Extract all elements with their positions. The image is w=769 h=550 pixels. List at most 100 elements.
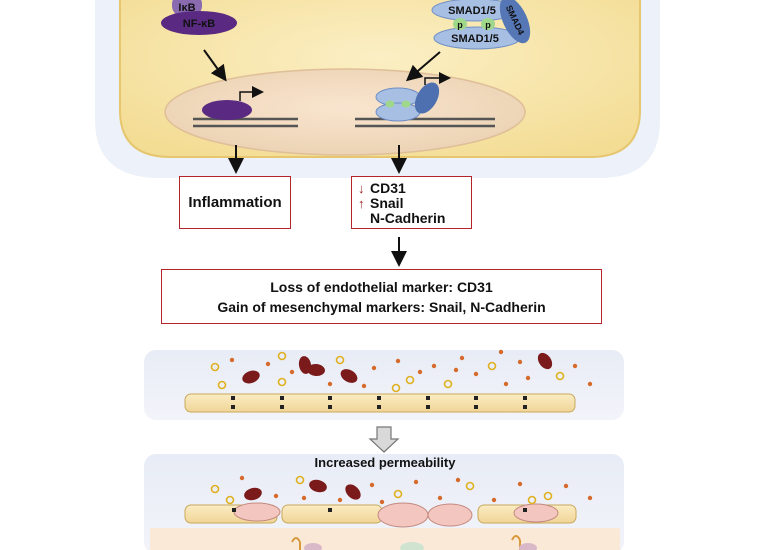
smad-complex-icon: SMAD1/5 SMAD1/5 p p SMAD4 bbox=[431, 0, 531, 50]
phospho-label: p bbox=[457, 20, 463, 30]
plasma-particle-icon bbox=[371, 365, 377, 371]
down-arrow-icon: ↓ bbox=[358, 181, 365, 196]
junction-icon bbox=[377, 405, 381, 409]
cell-junctions bbox=[232, 508, 527, 512]
smad-bottom-label: SMAD1/5 bbox=[451, 33, 499, 45]
plasma-protein-icon bbox=[217, 380, 227, 390]
junction-icon bbox=[328, 396, 332, 400]
plasma-protein-icon bbox=[335, 355, 345, 365]
plasma-particles bbox=[210, 475, 593, 505]
plasma-protein-icon bbox=[277, 377, 287, 387]
summary-box: Loss of endothelial marker: CD31 Gain of… bbox=[161, 269, 602, 324]
plasma-particle-icon bbox=[265, 361, 271, 367]
translocation-arrow bbox=[405, 51, 441, 82]
red-blood-cell-icon bbox=[307, 363, 325, 377]
red-blood-cell-icon bbox=[242, 370, 260, 384]
plasma-particle-icon bbox=[229, 357, 235, 363]
plasma-particle-icon bbox=[563, 483, 569, 489]
marker-row-cd31: ↓ CD31 bbox=[358, 180, 471, 197]
transcription-arrow-icon bbox=[239, 86, 264, 101]
plasma-particle-icon bbox=[459, 355, 465, 361]
plasma-particle-icon bbox=[273, 493, 279, 499]
permeability-label: Increased permeability bbox=[314, 455, 456, 470]
junction-icon bbox=[523, 508, 527, 512]
plasma-particle-icon bbox=[301, 495, 307, 501]
marker-label: Snail bbox=[370, 195, 404, 211]
ikb-protein-icon: IκB bbox=[172, 0, 202, 16]
plasma-particle-icon bbox=[361, 383, 367, 389]
plasma-protein-icon bbox=[393, 489, 403, 499]
junction-icon bbox=[231, 405, 235, 409]
plasma-particle-icon bbox=[417, 369, 423, 375]
up-arrow-icon: ↑ bbox=[358, 196, 365, 211]
dna-right bbox=[355, 117, 495, 128]
plasma-particles bbox=[210, 349, 593, 393]
ikb-label: IκB bbox=[178, 2, 195, 14]
plasma-protein-icon bbox=[391, 383, 401, 393]
red-blood-cell-icon bbox=[340, 369, 358, 383]
progression-arrow-icon bbox=[368, 426, 400, 453]
junction-icon bbox=[328, 508, 332, 512]
plasma-particle-icon bbox=[503, 381, 509, 387]
plasma-particle-icon bbox=[431, 363, 437, 369]
plasma-protein-icon bbox=[210, 484, 220, 494]
plasma-particle-icon bbox=[453, 367, 459, 373]
junction-icon bbox=[523, 396, 527, 400]
transcription-arrow-icon bbox=[424, 72, 451, 85]
plasma-protein-icon bbox=[225, 495, 235, 505]
marker-row-ncadherin: N-Cadherin bbox=[358, 211, 471, 226]
red-blood-cell-icon bbox=[244, 487, 262, 501]
plasma-particle-icon bbox=[517, 481, 523, 487]
plasma-particle-icon bbox=[239, 475, 245, 481]
plasma-protein-icon bbox=[465, 481, 475, 491]
plasma-particle-icon bbox=[289, 369, 295, 375]
plasma-particle-icon bbox=[395, 358, 401, 364]
marker-label: N-Cadherin bbox=[370, 210, 446, 226]
smad-complex-bound-icon bbox=[375, 82, 440, 122]
red-blood-cell-icon bbox=[298, 356, 312, 374]
inflammation-box: Inflammation bbox=[179, 176, 291, 229]
plasma-particle-icon bbox=[525, 375, 531, 381]
plasma-protein-icon bbox=[277, 351, 287, 361]
marker-row-snail: ↑ Snail bbox=[358, 195, 471, 212]
plasma-particle-icon bbox=[379, 499, 385, 505]
junction-icon bbox=[280, 396, 284, 400]
plasma-particle-icon bbox=[413, 479, 419, 485]
junction-icon bbox=[280, 405, 284, 409]
junction-icon bbox=[377, 396, 381, 400]
nfkb-bound-icon bbox=[202, 100, 252, 120]
plasma-particle-icon bbox=[473, 371, 479, 377]
plasma-protein-icon bbox=[443, 379, 453, 389]
plasma-particle-icon bbox=[437, 495, 443, 501]
plasma-particle-icon bbox=[337, 497, 343, 503]
plasma-particle-icon bbox=[572, 363, 578, 369]
plasma-particle-icon bbox=[369, 482, 375, 488]
plasma-protein-icon bbox=[555, 371, 565, 381]
plasma-protein-icon bbox=[405, 375, 415, 385]
plasma-protein-icon bbox=[295, 475, 305, 485]
junction-icon bbox=[474, 405, 478, 409]
junction-icon bbox=[523, 405, 527, 409]
summary-line-loss: Loss of endothelial marker: CD31 bbox=[270, 278, 493, 295]
plasma-particle-icon bbox=[587, 381, 593, 387]
nfkb-label: NF-κB bbox=[183, 18, 215, 30]
endothelial-layer-leaky bbox=[150, 502, 620, 550]
cell-junctions bbox=[231, 396, 527, 409]
red-blood-cell-icon bbox=[345, 484, 361, 500]
junction-icon bbox=[474, 396, 478, 400]
plasma-protein-icon bbox=[487, 361, 497, 371]
plasma-protein-icon bbox=[543, 491, 553, 501]
summary-line-gain: Gain of mesenchymal markers: Snail, N-Ca… bbox=[217, 298, 546, 315]
plasma-protein-icon bbox=[210, 362, 220, 372]
plasma-particle-icon bbox=[517, 359, 523, 365]
plasma-particle-icon bbox=[327, 381, 333, 387]
junction-icon bbox=[328, 405, 332, 409]
junction-icon bbox=[231, 396, 235, 400]
marker-label: CD31 bbox=[370, 180, 406, 196]
marker-changes-box: ↓ CD31 ↑ Snail N-Cadherin bbox=[351, 176, 472, 229]
junction-icon bbox=[426, 405, 430, 409]
smad-top-label: SMAD1/5 bbox=[448, 5, 496, 17]
plasma-protein-icon bbox=[527, 495, 537, 505]
dna-left bbox=[193, 117, 298, 128]
phospho-label: p bbox=[485, 20, 491, 30]
